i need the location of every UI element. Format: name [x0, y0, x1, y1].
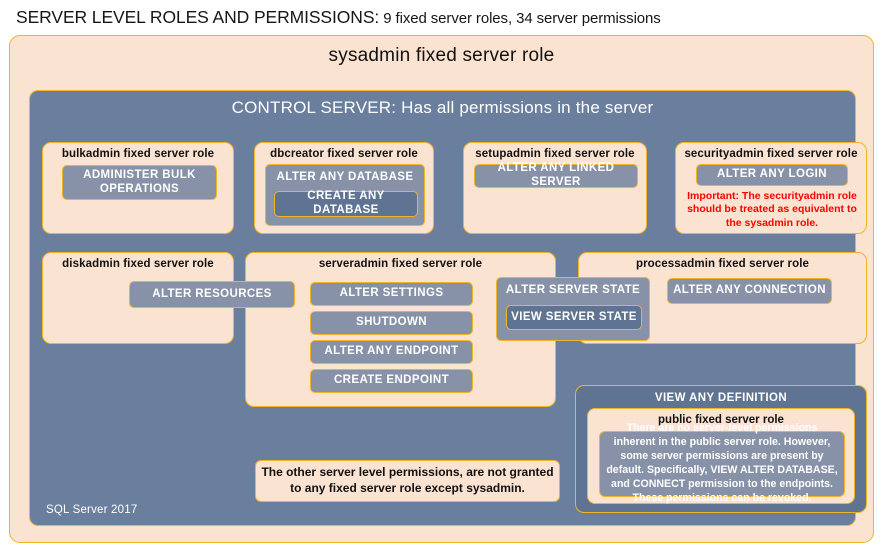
page-title-main: SERVER LEVEL ROLES AND PERMISSIONS:	[16, 7, 380, 27]
securityadmin-important-note: Important: The securityadmin role should…	[687, 190, 857, 229]
role-card-dbcreator: dbcreator fixed server role ALTER ANY DA…	[254, 142, 434, 234]
permission-create-any-database[interactable]: CREATE ANY DATABASE	[274, 190, 418, 217]
sysadmin-role-container: sysadmin fixed server role CONTROL SERVE…	[9, 35, 874, 543]
role-card-setupadmin: setupadmin fixed server role ALTER ANY L…	[463, 142, 647, 234]
permission-alter-server-state-label: ALTER SERVER STATE	[505, 284, 641, 296]
public-role-description: There are no server-level permissions in…	[599, 422, 845, 504]
view-any-definition-label: VIEW ANY DEFINITION	[654, 392, 788, 404]
permission-alter-any-endpoint[interactable]: ALTER ANY ENDPOINT	[310, 340, 473, 364]
role-title-public: public fixed server role	[658, 414, 784, 426]
control-server-label: CONTROL SERVER: Has all permissions in t…	[231, 98, 654, 117]
page-title: SERVER LEVEL ROLES AND PERMISSIONS: 9 fi…	[16, 7, 661, 28]
permission-alter-any-connection[interactable]: ALTER ANY CONNECTION	[667, 278, 832, 304]
role-title-bulkadmin: bulkadmin fixed server role	[61, 148, 215, 160]
sql-server-version-label: SQL Server 2017	[46, 504, 138, 516]
permission-alter-resources[interactable]: ALTER RESOURCES	[129, 281, 295, 308]
permission-view-server-state[interactable]: VIEW SERVER STATE	[506, 305, 642, 330]
view-any-definition-container[interactable]: VIEW ANY DEFINITION public fixed server …	[575, 385, 867, 513]
permission-alter-any-linked-server[interactable]: ALTER ANY LINKED SERVER	[474, 162, 638, 188]
role-card-securityadmin: securityadmin fixed server role ALTER AN…	[675, 142, 867, 234]
permission-alter-any-database-label: ALTER ANY DATABASE	[276, 171, 414, 183]
permission-alter-any-database[interactable]: ALTER ANY DATABASE CREATE ANY DATABASE	[265, 164, 425, 226]
permission-administer-bulk-operations[interactable]: ADMINISTER BULK OPERATIONS	[62, 165, 217, 200]
permission-shutdown[interactable]: SHUTDOWN	[310, 311, 473, 335]
permission-alter-any-login[interactable]: ALTER ANY LOGIN	[696, 164, 848, 186]
role-card-bulkadmin: bulkadmin fixed server role ADMINISTER B…	[42, 142, 234, 234]
permission-alter-server-state[interactable]: ALTER SERVER STATE VIEW SERVER STATE	[496, 277, 650, 341]
sysadmin-role-label: sysadmin fixed server role	[328, 45, 555, 66]
role-title-setupadmin: setupadmin fixed server role	[475, 148, 635, 160]
page-title-sub: 9 fixed server roles, 34 server permissi…	[379, 10, 661, 27]
permission-create-endpoint[interactable]: CREATE ENDPOINT	[310, 369, 473, 393]
role-title-securityadmin: securityadmin fixed server role	[684, 148, 858, 160]
permission-alter-settings[interactable]: ALTER SETTINGS	[310, 282, 473, 306]
role-title-serveradmin: serveradmin fixed server role	[318, 258, 483, 270]
other-permissions-note: The other server level permissions, are …	[255, 460, 560, 502]
control-server-panel: CONTROL SERVER: Has all permissions in t…	[29, 90, 867, 526]
role-title-processadmin: processadmin fixed server role	[635, 258, 810, 270]
role-title-dbcreator: dbcreator fixed server role	[270, 148, 418, 160]
role-card-public: public fixed server role There are no se…	[587, 408, 855, 504]
role-title-diskadmin: diskadmin fixed server role	[62, 258, 214, 270]
